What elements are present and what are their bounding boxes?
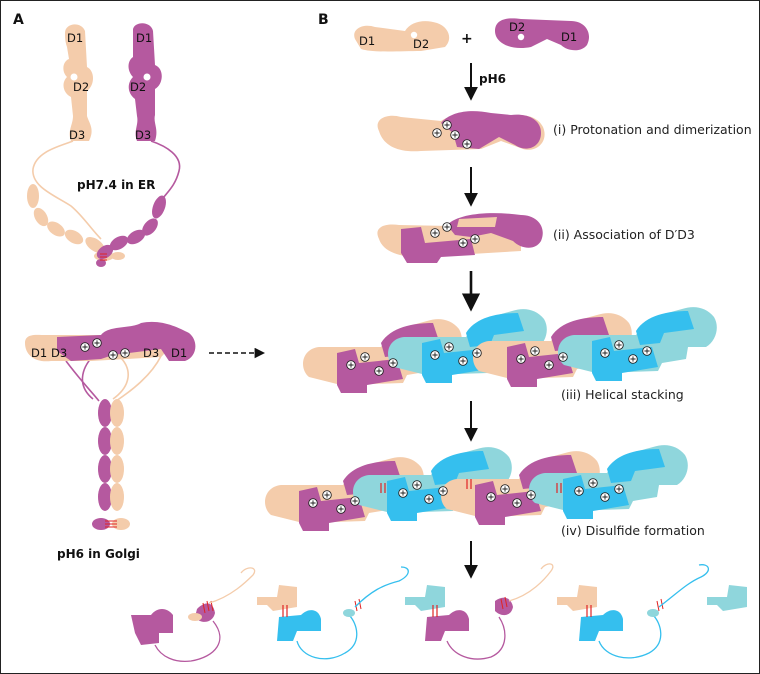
- golgi-right-d3-label: D3: [143, 346, 159, 360]
- step-i-diagram: [377, 111, 545, 152]
- er-right-d2-label: D2: [130, 80, 146, 94]
- golgi-dimer-diagram: D1 D3 D3 D1 pH6 in Golgi: [25, 321, 196, 561]
- monomer-right-d2-label: D2: [509, 20, 525, 34]
- golgi-left-d3-label: D3: [51, 346, 67, 360]
- golgi-condition-label: pH6 in Golgi: [57, 547, 140, 561]
- final-multimer-diagram: [131, 563, 747, 663]
- er-left-d2-label: D2: [73, 80, 89, 94]
- er-left-d1-label: D1: [67, 31, 83, 45]
- panel-label-a: A: [13, 12, 24, 28]
- monomer-pair: D1 D2 + D2 D1: [354, 18, 590, 52]
- golgi-right-d1-label: D1: [171, 346, 187, 360]
- step-iii-label: (iii) Helical stacking: [561, 387, 684, 402]
- golgi-left-d1-label: D1: [31, 346, 47, 360]
- plus-sign: +: [461, 31, 473, 47]
- monomer-right-d1-label: D1: [561, 30, 577, 44]
- er-left-d3-label: D3: [69, 128, 85, 142]
- er-right-d3-label: D3: [135, 128, 151, 142]
- er-dimer-diagram: D1 D1 D2 D2 D3 D3 pH7.4 in ER: [27, 23, 181, 267]
- step-iv-diagram: [265, 445, 688, 531]
- disulfide-bond-icon: [100, 253, 107, 261]
- step-ii-diagram: [377, 213, 543, 263]
- ph6-label: pH6: [479, 72, 506, 86]
- monomer-left-d2-label: D2: [413, 37, 429, 51]
- step-iii-diagram: [303, 307, 717, 393]
- step-ii-label: (ii) Association of D′D3: [553, 227, 695, 242]
- step-i-label: (i) Protonation and dimerization: [553, 122, 752, 137]
- monomer-left-d1-label: D1: [359, 34, 375, 48]
- step-iv-label: (iv) Disulfide formation: [561, 523, 705, 538]
- er-condition-label: pH7.4 in ER: [77, 178, 155, 192]
- er-right-d1-label: D1: [136, 31, 152, 45]
- panel-label-b: B: [318, 12, 329, 28]
